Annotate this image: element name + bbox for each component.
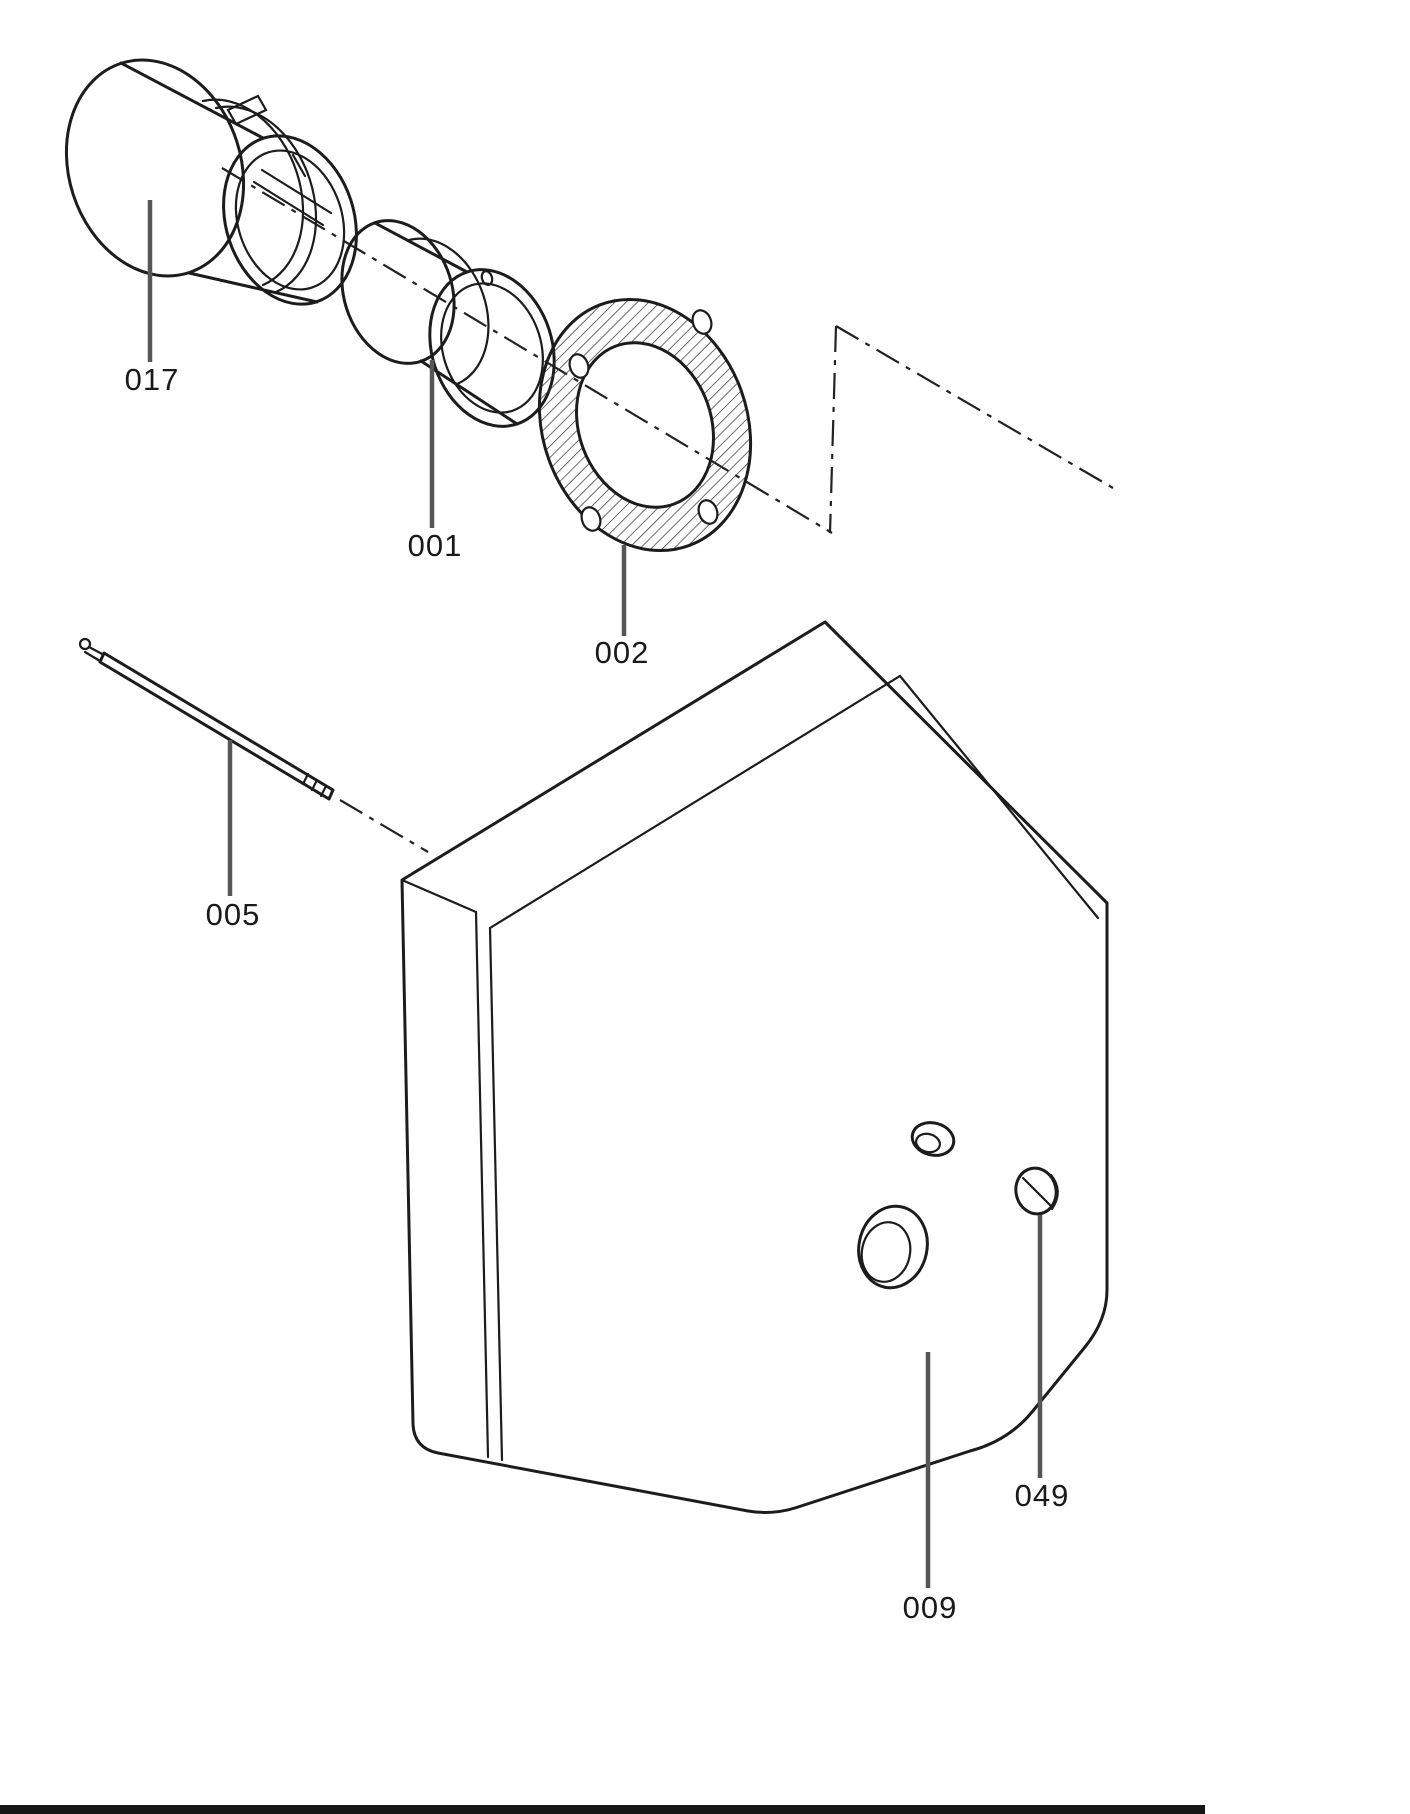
pipe001-back-rim: [340, 219, 456, 365]
collar-inner-rim: [234, 149, 346, 291]
gasket-bolt-hole-4: [697, 499, 719, 525]
page-bottom-edge: [0, 1805, 1205, 1814]
part-005-rod-drawing: [78, 637, 335, 801]
pipe001-band-arc: [407, 237, 490, 386]
rod-tick-2: [310, 778, 319, 792]
pipe001-front-inner-rim: [440, 282, 544, 414]
part-001-pipe-drawing: [340, 219, 556, 428]
part-label-001: 001: [408, 528, 463, 563]
inner-bracket-line-2: [252, 180, 325, 227]
sight-hole-outer: [857, 1204, 929, 1290]
gasket-bolt-hole-3: [580, 506, 602, 532]
screw-slot: [1021, 1176, 1052, 1207]
pipe001-front-rim: [428, 268, 556, 428]
gasket-bolt-hole-2: [568, 353, 590, 379]
gasket-bolt-hole-1: [691, 309, 713, 335]
part-002-gasket-drawing: [537, 298, 753, 552]
rod-shaft: [98, 651, 335, 801]
part-labels: 017 001 002 005 009 049: [125, 362, 1070, 1625]
rod-neck-line-2: [83, 650, 102, 663]
inner-bracket-line-1: [260, 168, 333, 215]
rod-axis-line: [339, 799, 429, 853]
housing-bend-line-2: [488, 926, 504, 1462]
vertical-axis-line: [828, 325, 838, 534]
part-label-002: 002: [595, 635, 650, 670]
clamp-band-arc-2: [214, 105, 318, 294]
part-label-009: 009: [903, 1590, 958, 1625]
clamp-band-arc-1: [201, 98, 305, 287]
gasket-ring: [537, 298, 753, 552]
collar-outer-rim: [222, 134, 358, 306]
inner-bracket-line-3: [291, 153, 307, 178]
screw-hole-outer: [910, 1121, 956, 1157]
rod-tip: [78, 637, 92, 651]
housing-outline: [400, 620, 1109, 1514]
clamp-tab: [226, 94, 268, 126]
housing-bend-line-1: [474, 910, 490, 1459]
rod-tick-1: [301, 772, 310, 786]
housing-left-top-edge: [400, 878, 478, 914]
part-label-017: 017: [125, 362, 180, 397]
screw-head-side: [1049, 1173, 1059, 1211]
part-017-pipe-drawing: [64, 58, 358, 306]
part-009-housing-drawing: [400, 620, 1109, 1514]
rod-neck-line-1: [87, 645, 106, 657]
screw-hole-inner: [915, 1132, 941, 1154]
sight-hole-inner: [860, 1221, 912, 1283]
main-axis-line: [221, 167, 833, 534]
pipe001-pin-hole: [480, 270, 494, 286]
pipe001-top-edge: [373, 221, 469, 274]
rod-tick-3: [319, 784, 328, 798]
housing-roof-inner-edge: [488, 674, 1100, 930]
part-049-screw-drawing: [1014, 1166, 1059, 1216]
part-label-005: 005: [206, 897, 261, 932]
upper-right-axis-line: [835, 325, 1114, 489]
leader-lines: [147, 200, 1043, 1588]
pipe-top-edge: [119, 61, 265, 140]
part-label-049: 049: [1015, 1478, 1070, 1513]
pipe-bottom-edge: [187, 271, 319, 304]
